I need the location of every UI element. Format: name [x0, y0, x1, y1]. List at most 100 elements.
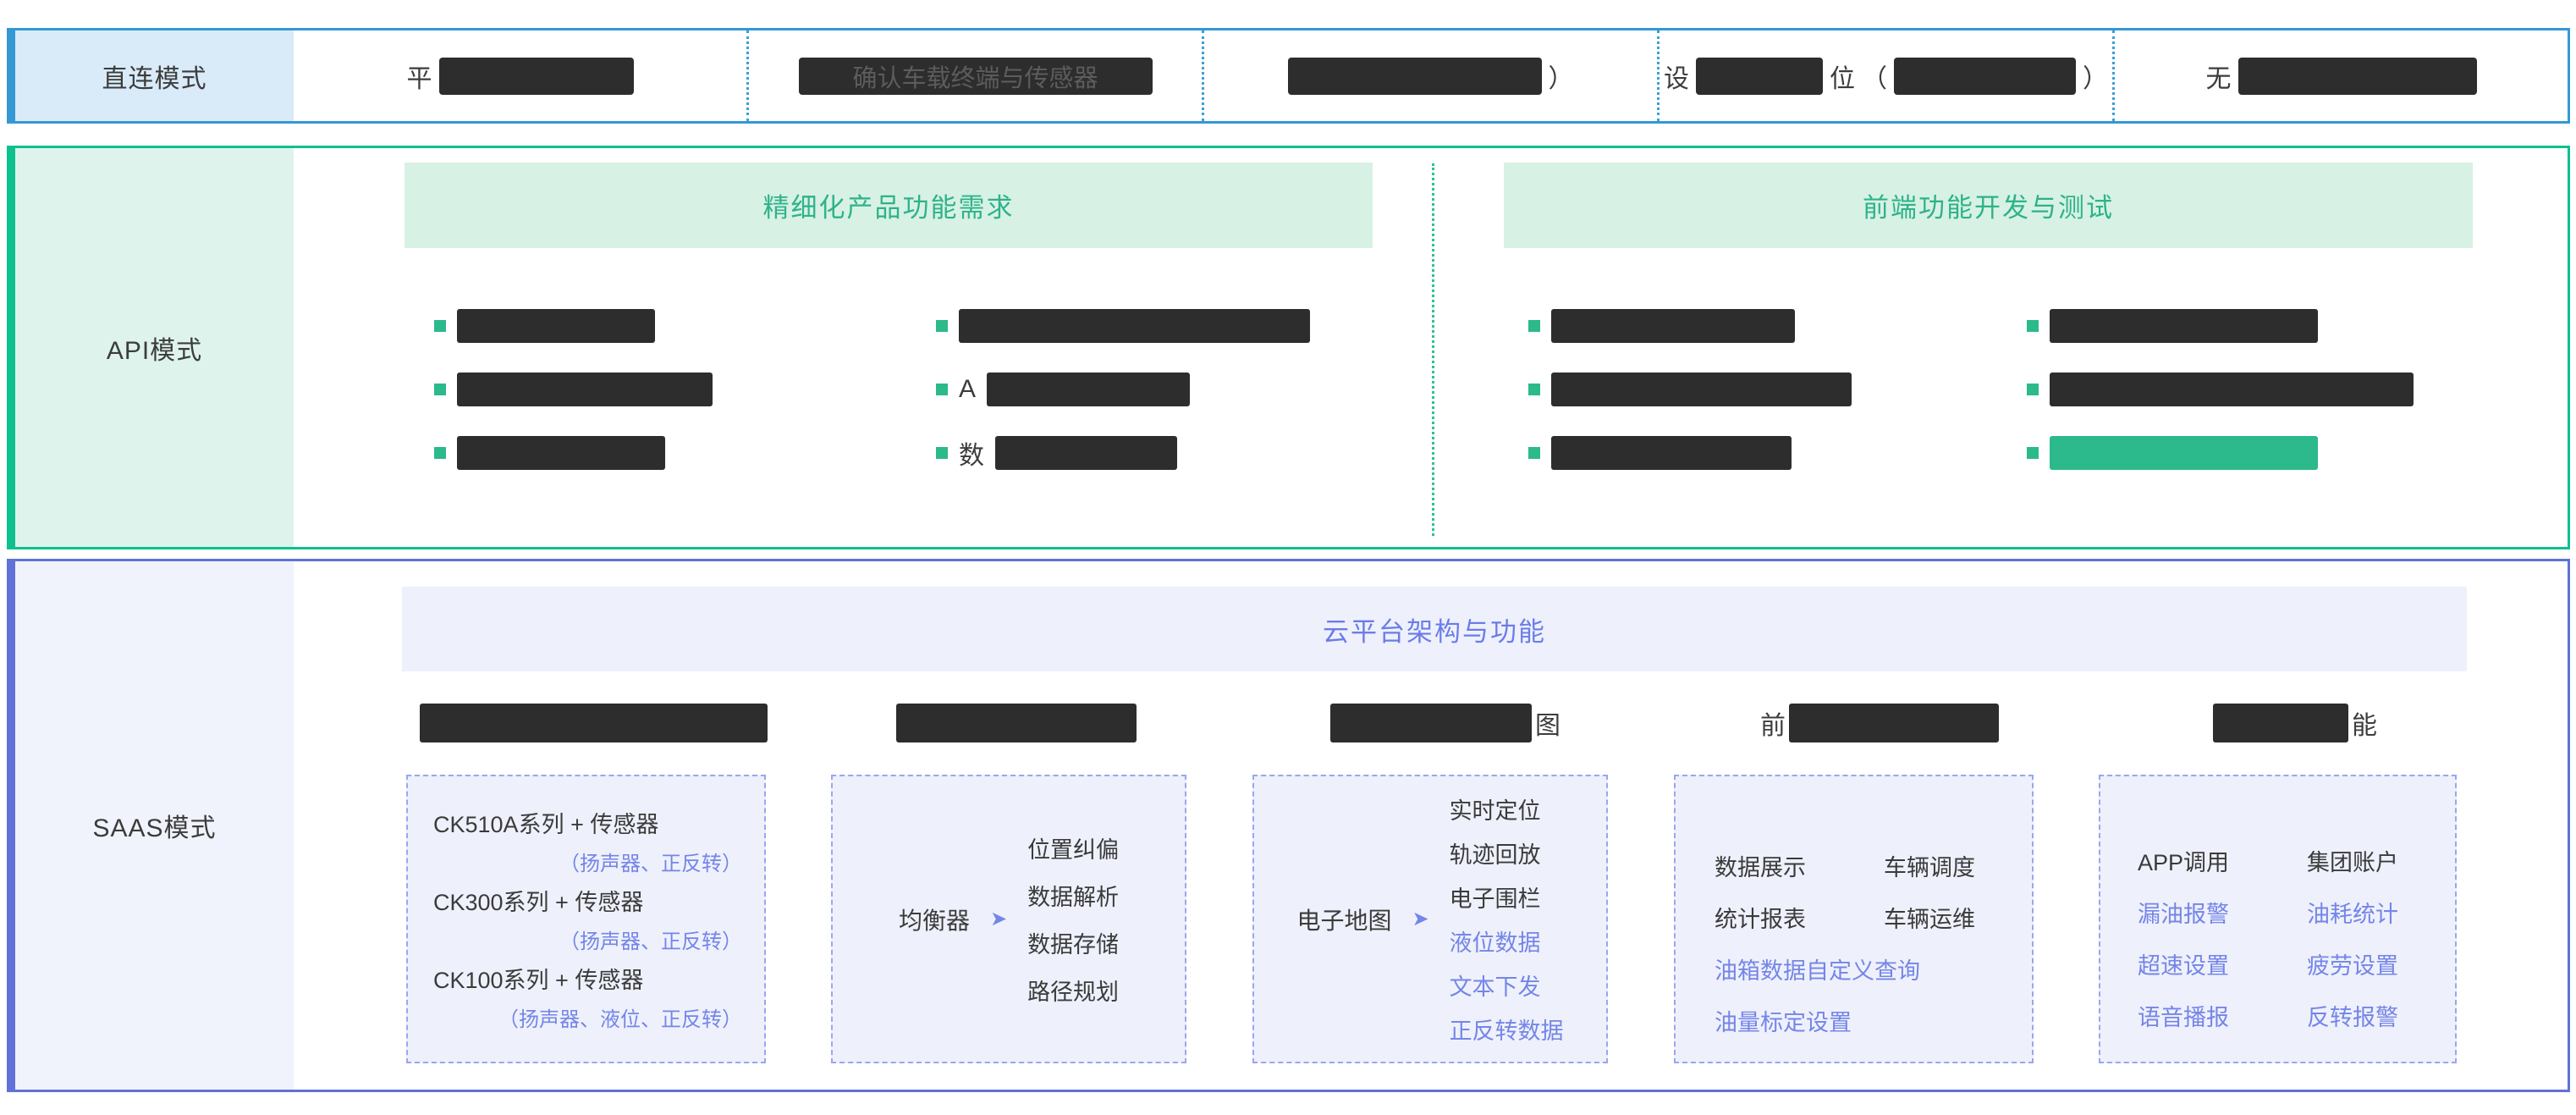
saas-column-header-4: 前	[1760, 704, 1999, 742]
bullet-square-icon	[434, 447, 446, 459]
bullet-item	[2027, 372, 2414, 407]
direct-step-3: ）	[1202, 30, 1657, 121]
feature-item: 数据存储	[1027, 932, 1120, 958]
redacted-bar	[1894, 57, 2076, 95]
bullet-square-icon	[936, 447, 948, 459]
redacted-bar-with-text: 确认车载终端与传感器	[798, 57, 1153, 95]
bullet-item	[434, 308, 713, 344]
header-fragment: 前	[1760, 712, 1786, 740]
direct-mode-steps: 平 确认车载终端与传感器 ） 设 位 （ ） 无	[294, 30, 2568, 121]
feature-item: 疲劳设置	[2307, 953, 2398, 979]
saas-column-header-3: 图	[1330, 704, 1560, 742]
features-row: 漏油报警 油耗统计	[2138, 896, 2455, 929]
redacted-bar	[2050, 373, 2414, 406]
redacted-bar-green	[2050, 436, 2318, 470]
platform-row: 数据展示 车辆调度	[1715, 849, 2032, 882]
direct-mode-label: 直连模式	[15, 30, 294, 121]
api-mode-label: API模式	[15, 148, 294, 547]
api-heading-left: 精细化产品功能需求	[405, 163, 1373, 248]
bullet-item: A	[936, 372, 1310, 407]
bullet-square-icon	[434, 384, 446, 395]
feature-item: 语音播报	[2138, 1005, 2229, 1030]
feature-item: 实时定位	[1449, 798, 1541, 824]
api-mode-content: 精细化产品功能需求 前端功能开发与测试	[294, 148, 2568, 547]
feature-item: 漏油报警	[2138, 902, 2229, 927]
feature-item: 文本下发	[1449, 974, 1541, 1000]
redacted-bar	[1551, 436, 1792, 470]
direct-step-5-fragment: 无	[2205, 64, 2232, 93]
feature-item: 车辆调度	[1884, 855, 1975, 880]
bullet-item	[2027, 435, 2414, 471]
header-fragment: 图	[1535, 712, 1560, 740]
redacted-bar	[1696, 57, 1823, 95]
saas-column-header-5: 能	[2213, 704, 2377, 742]
redacted-bar	[1551, 309, 1795, 343]
feature-item: 轨迹回放	[1449, 842, 1541, 868]
api-heading-right: 前端功能开发与测试	[1504, 163, 2473, 248]
direct-step-1-fragment: 平	[406, 64, 432, 93]
bullet-square-icon	[1528, 447, 1540, 459]
redacted-bar	[2213, 704, 2348, 742]
api-bullet-column-1	[434, 308, 713, 471]
saas-box-map: 电子地图 ➤ 实时定位 轨迹回放 电子围栏 液位数据 文本下发 正反转数据	[1252, 775, 1608, 1063]
saas-column-header-2	[896, 704, 1137, 742]
direct-step-4: 设 位 （ ）	[1657, 30, 2112, 121]
bullet-square-icon	[2027, 320, 2039, 332]
arrow-right-icon: ➤	[1412, 908, 1429, 930]
bullet-square-icon	[936, 384, 948, 395]
redacted-bar	[959, 309, 1310, 343]
feature-item: 油耗统计	[2307, 902, 2398, 927]
bullet-square-icon	[2027, 384, 2039, 395]
direct-step-4-fragment-4: ）	[2083, 64, 2108, 93]
map-feature-list: 实时定位 轨迹回放 电子围栏 液位数据 文本下发 正反转数据	[1450, 792, 1564, 1046]
bullet-fragment: 数	[959, 442, 984, 470]
bullet-item	[1528, 372, 1852, 407]
api-dotted-divider	[1432, 163, 1434, 536]
redacted-bar	[1330, 704, 1532, 742]
bullet-item	[2027, 308, 2414, 344]
feature-item: APP调用	[2138, 850, 2230, 875]
bullet-square-icon	[434, 320, 446, 332]
redacted-bar	[457, 309, 655, 343]
device-line: CK100系列 + 传感器	[433, 968, 644, 993]
equalizer-source-label: 均衡器	[898, 907, 970, 934]
redacted-bar	[2237, 57, 2477, 95]
api-bullet-column-3	[1528, 308, 1852, 471]
direct-step-4-fragment-2: 位	[1830, 64, 1855, 93]
redacted-bar	[457, 436, 665, 470]
redacted-bar	[438, 57, 634, 95]
api-mode-section: API模式 精细化产品功能需求 前端功能开发与测试	[7, 146, 2570, 549]
arrow-right-icon: ➤	[989, 908, 1008, 930]
redacted-bar	[995, 436, 1177, 470]
redacted-bar	[420, 704, 768, 742]
direct-step-4-fragment-3: （	[1862, 64, 1887, 93]
map-source-label: 电子地图	[1296, 907, 1392, 934]
saas-box-devices: CK510A系列 + 传感器 （扬声器、正反转） CK300系列 + 传感器 （…	[406, 775, 766, 1063]
bullet-square-icon	[1528, 384, 1540, 395]
features-row: APP调用 集团账户	[2138, 844, 2455, 877]
bullet-square-icon	[2027, 447, 2039, 459]
saas-box-equalizer: 均衡器 ➤ 位置纠偏 数据解析 数据存储 路径规划	[831, 775, 1186, 1063]
direct-step-3-fragment: ）	[1548, 64, 1574, 93]
bullet-item	[434, 372, 713, 407]
saas-column-header-1	[420, 704, 768, 742]
bullet-item	[936, 308, 1310, 344]
feature-item: 电子围栏	[1449, 886, 1541, 912]
direct-mode-section: 直连模式 平 确认车载终端与传感器 ） 设 位 （ ） 无	[7, 28, 2570, 124]
saas-box-platform: 数据展示 车辆调度 统计报表 车辆运维 油箱数据自定义查询 油量标定设置	[1674, 775, 2034, 1063]
feature-item: 液位数据	[1449, 930, 1541, 956]
feature-item: 正反转数据	[1449, 1018, 1564, 1044]
equalizer-feature-list: 位置纠偏 数据解析 数据存储 路径规划	[1027, 831, 1119, 1007]
bullet-item	[434, 435, 713, 471]
direct-step-5: 无	[2112, 30, 2568, 121]
feature-item: 油箱数据自定义查询	[1715, 958, 1920, 984]
redacted-bar	[1551, 373, 1852, 406]
feature-item: 集团账户	[2307, 850, 2398, 875]
device-line-note: （扬声器、正反转）	[559, 930, 742, 953]
feature-item: 油量标定设置	[1715, 1010, 1852, 1035]
feature-item: 超速设置	[2138, 953, 2229, 979]
feature-item: 反转报警	[2307, 1005, 2398, 1030]
feature-item: 路径规划	[1027, 980, 1120, 1005]
saas-heading: 云平台架构与功能	[402, 587, 2467, 671]
